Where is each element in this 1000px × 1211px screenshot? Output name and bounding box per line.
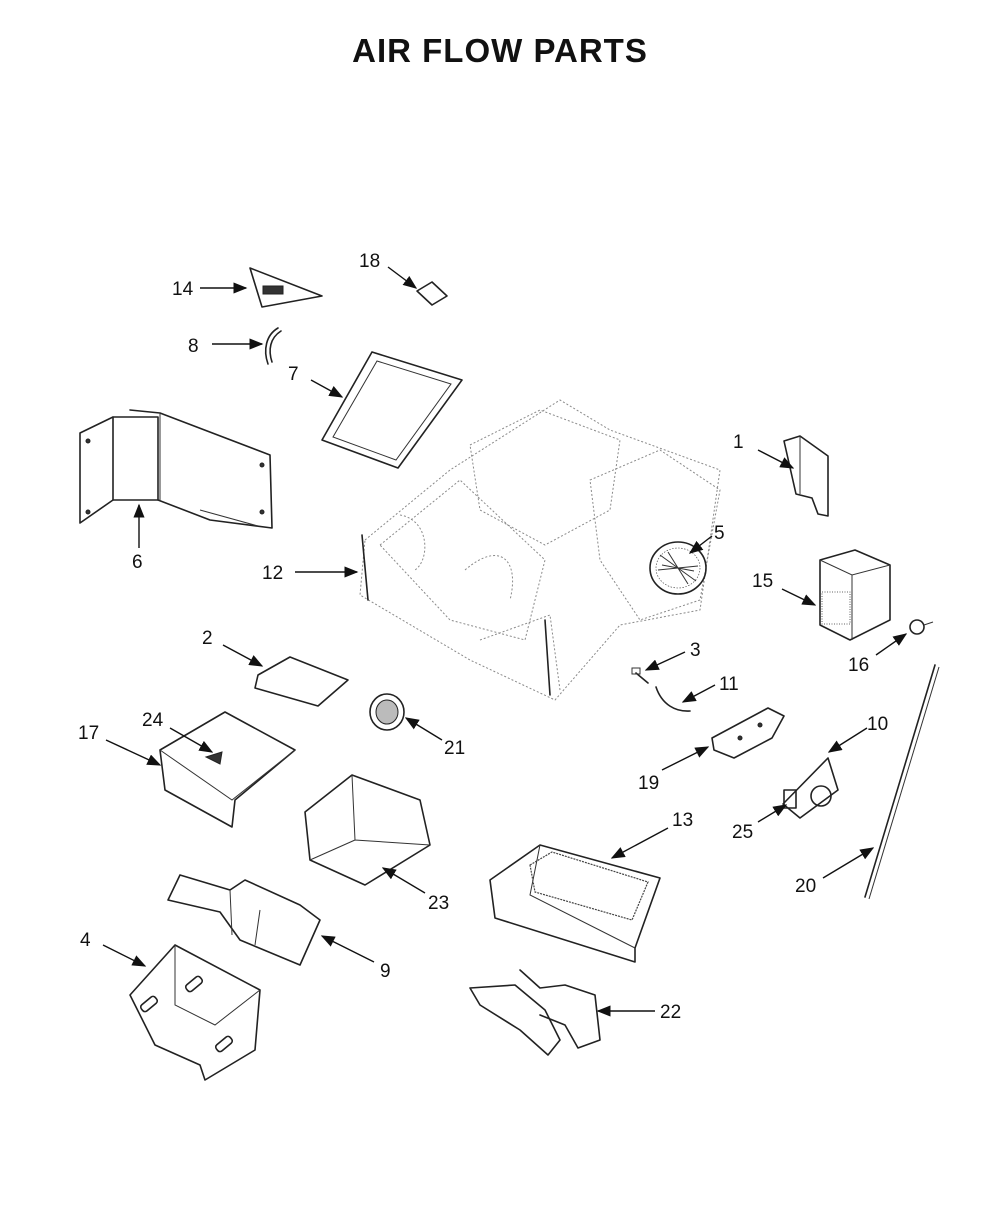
leader-23: [381, 867, 426, 894]
part-4-slotted-frame[interactable]: [129, 944, 261, 1081]
part-25-switch[interactable]: [783, 789, 797, 809]
leader-lines: [102, 266, 908, 1017]
callout-3: 3: [690, 640, 701, 661]
callout-19: 19: [638, 773, 659, 794]
callout-17: 17: [78, 723, 99, 744]
part-5-fan-grille[interactable]: [649, 541, 707, 595]
callout-25: 25: [732, 822, 753, 843]
leader-25: [757, 804, 788, 823]
leader-2: [222, 644, 264, 667]
callout-18: 18: [359, 251, 380, 272]
part-23-vent-duct[interactable]: [304, 774, 431, 886]
leader-11: [681, 684, 716, 703]
part-18-square-label[interactable]: [416, 281, 448, 306]
part-15-magnetron[interactable]: [819, 549, 891, 641]
leader-24: [169, 727, 214, 753]
callout-15: 15: [752, 571, 773, 592]
part-9-bracket-assembly[interactable]: [167, 874, 321, 966]
leader-13: [610, 827, 669, 859]
callout-10: 10: [867, 714, 888, 735]
callout-11: 11: [719, 674, 739, 695]
part-2-sheet[interactable]: [254, 656, 349, 707]
callout-22: 22: [660, 1002, 681, 1023]
callout-8: 8: [188, 336, 199, 357]
callout-9: 9: [380, 961, 391, 982]
part-1-bracket[interactable]: [783, 435, 829, 517]
leader-18: [387, 266, 418, 289]
page-title: AIR FLOW PARTS: [352, 32, 648, 69]
leader-15: [781, 588, 817, 606]
part-20-rod[interactable]: [864, 664, 940, 900]
callout-7: 7: [288, 364, 299, 385]
part-24-clip[interactable]: [204, 751, 223, 765]
part-10-switch-bracket[interactable]: [782, 757, 839, 819]
part-19-vent-plate[interactable]: [711, 707, 785, 759]
part-14-label-plate[interactable]: [249, 267, 323, 308]
callout-23: 23: [428, 893, 449, 914]
leader-1: [757, 449, 795, 469]
callout-4: 4: [80, 930, 91, 951]
callout-5: 5: [714, 523, 725, 544]
leader-16: [875, 633, 908, 656]
callout-21: 21: [444, 738, 465, 759]
part-7-filter-frame[interactable]: [321, 351, 463, 469]
part-16-thermal-fuse[interactable]: [909, 619, 934, 635]
part-8-tube[interactable]: [264, 327, 282, 365]
leader-4: [102, 944, 147, 967]
callout-1: 1: [733, 432, 744, 453]
leader-7: [310, 379, 344, 398]
part-22-duct-part[interactable]: [469, 969, 601, 1056]
callout-12: 12: [262, 563, 283, 584]
leader-20: [822, 847, 875, 879]
leader-19: [661, 746, 710, 771]
callout-6: 6: [132, 552, 143, 573]
part-3-connector[interactable]: [631, 667, 649, 684]
callout-labels: 14 18 8 7 6 12 1 5 15 16 2 3 11 17 24 21…: [78, 251, 888, 1023]
callout-16: 16: [848, 655, 869, 676]
leader-3: [644, 651, 686, 671]
part-13-vent-grille[interactable]: [489, 844, 661, 963]
leader-9: [320, 935, 375, 963]
callout-24: 24: [142, 710, 164, 731]
part-21-motor[interactable]: [369, 693, 405, 731]
leader-21: [404, 717, 443, 741]
leader-5: [688, 535, 713, 554]
part-6-duct-cover[interactable]: [79, 409, 273, 529]
leader-10: [827, 727, 868, 753]
part-11-wire-harness[interactable]: [655, 686, 691, 712]
callout-14: 14: [172, 279, 194, 300]
part-12-main-chassis[interactable]: [359, 399, 721, 701]
part-17-housing[interactable]: [159, 711, 296, 828]
callout-20: 20: [795, 876, 816, 897]
callout-13: 13: [672, 810, 693, 831]
leader-17: [105, 739, 162, 766]
callout-2: 2: [202, 628, 213, 649]
